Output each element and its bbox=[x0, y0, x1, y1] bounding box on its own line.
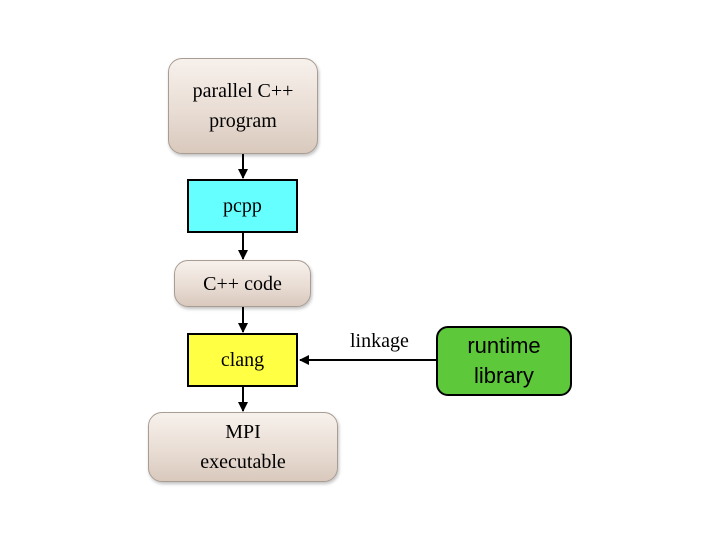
node-runtime-library-label: runtime library bbox=[467, 333, 541, 388]
node-pcpp-label: pcpp bbox=[223, 195, 262, 217]
node-clang-label: clang bbox=[220, 349, 265, 371]
node-mpi-executable: MPI executable bbox=[148, 412, 338, 482]
node-clang: clang bbox=[187, 333, 298, 387]
node-cpp-code-label: C++ code bbox=[203, 272, 282, 295]
node-pcpp: pcpp bbox=[187, 179, 298, 233]
node-cpp-code: C++ code bbox=[174, 260, 311, 307]
node-mpi-executable-label: MPI executable bbox=[200, 421, 286, 473]
edge-label-linkage: linkage bbox=[350, 330, 409, 352]
node-parallel-cpp-program-label: parallel C++ program bbox=[192, 80, 294, 132]
node-runtime-library: runtime library bbox=[436, 326, 572, 396]
node-parallel-cpp-program: parallel C++ program bbox=[168, 58, 318, 154]
